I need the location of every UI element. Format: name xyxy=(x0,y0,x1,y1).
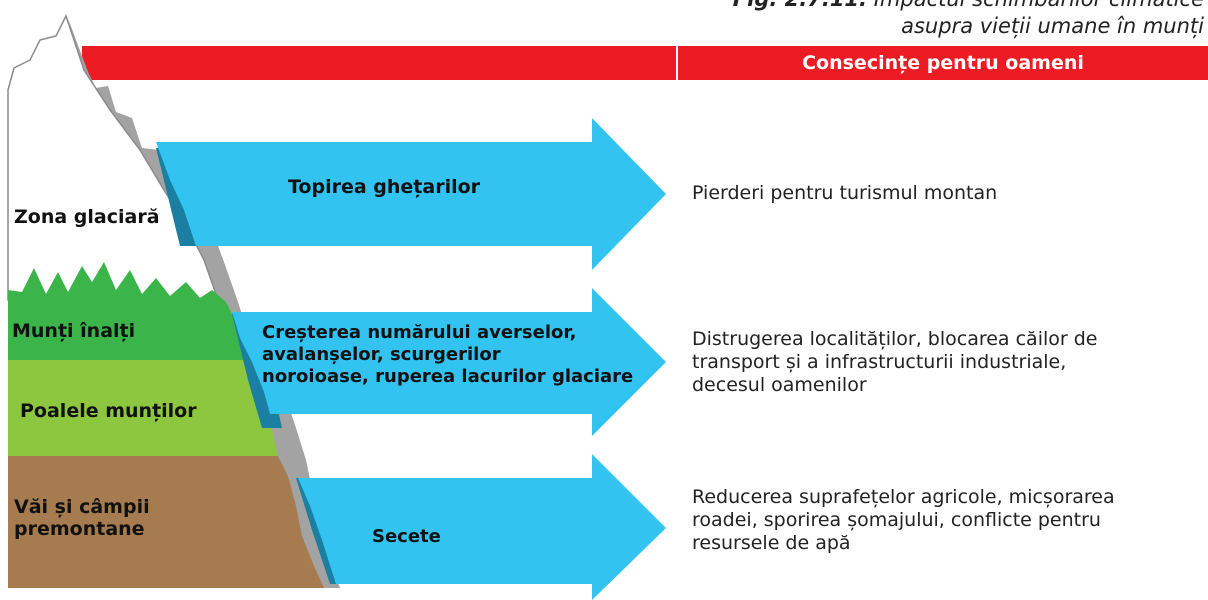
figure-title-line1: Impactul schimbărilor climatice xyxy=(874,0,1204,11)
impact-label-2-line1: Creșterea numărului averselor, xyxy=(262,322,577,343)
header-bar-left xyxy=(82,46,676,80)
consequence-3-line2: roadei, sporirea șomajului, conflicte pe… xyxy=(692,509,1101,531)
figure-title-line2: asupra vieții umane în munți xyxy=(901,14,1204,38)
zone-label-valleys-line1: Văi și câmpii xyxy=(14,496,150,518)
zone-foothills-shape xyxy=(8,360,278,456)
consequence-2-line1: Distrugerea localităților, blocarea căil… xyxy=(692,328,1098,350)
impact-label-3: Secete xyxy=(372,526,441,547)
consequence-3: Reducerea suprafețelor agricole, micșora… xyxy=(692,486,1192,555)
consequence-3-line1: Reducerea suprafețelor agricole, micșora… xyxy=(692,486,1115,508)
zone-label-valleys-line2: premontane xyxy=(14,518,145,540)
zone-label-valleys: Văi și câmpii premontane xyxy=(14,496,150,540)
consequences-header: Consecințe pentru oameni xyxy=(802,52,1084,74)
zone-label-glacier: Zona glaciară xyxy=(14,206,160,228)
figure-caption: Fig. 2.7.11. Impactul schimbărilor clima… xyxy=(733,0,1204,40)
impact-label-2: Creșterea numărului averselor, avalanșel… xyxy=(262,322,633,388)
header-bar-right xyxy=(678,46,1208,80)
consequence-2-line3: decesul oamenilor xyxy=(692,374,867,396)
impact-label-2-line3: noroioase, ruperea lacurilor glaciare xyxy=(262,366,634,387)
zone-label-high-mountains: Munți înalți xyxy=(12,320,136,342)
consequence-3-line3: resursele de apă xyxy=(692,532,851,554)
consequence-2: Distrugerea localităților, blocarea căil… xyxy=(692,328,1192,397)
impact-arrow-2[interactable] xyxy=(232,288,666,436)
zone-label-foothills: Poalele munților xyxy=(20,400,197,422)
impact-label-2-line2: avalanșelor, scurgerilor xyxy=(262,344,501,365)
consequence-2-line2: transport și a infrastructurii industria… xyxy=(692,351,1067,373)
impact-arrow-3[interactable] xyxy=(298,454,666,600)
impact-label-1: Topirea ghețarilor xyxy=(288,176,481,198)
zone-glacier-shape xyxy=(7,14,220,301)
zone-valleys-shape xyxy=(8,456,324,588)
impact-arrow-1[interactable] xyxy=(156,118,666,270)
consequence-1-line1: Pierderi pentru turismul montan xyxy=(692,182,998,204)
zone-high-mountains-shape xyxy=(8,262,244,360)
consequence-1: Pierderi pentru turismul montan xyxy=(692,182,1192,205)
figure-number: Fig. 2.7.11. xyxy=(733,0,867,11)
